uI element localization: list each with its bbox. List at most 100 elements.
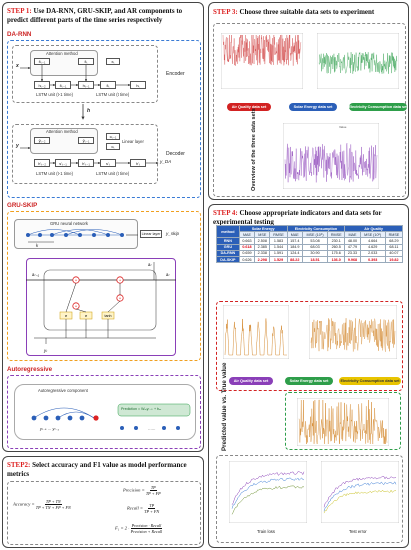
electricity-prediction-chart bbox=[309, 305, 397, 359]
decoder-y-t2: ỹₜ₋₂ bbox=[34, 137, 50, 144]
svg-text:tanh: tanh bbox=[105, 314, 112, 318]
solar-chart-value-label: Value bbox=[339, 125, 347, 129]
table-cell: 136.0 bbox=[327, 255, 346, 264]
gru-chain bbox=[26, 229, 138, 243]
ar-component-block bbox=[14, 384, 196, 440]
electricity-tag: Electricity Consumption data set bbox=[348, 103, 408, 111]
decoder-lstm-t1-label: LSTM unit (t-1 time) bbox=[36, 171, 73, 176]
gru-cell-block bbox=[26, 258, 176, 356]
step4-elec-tag: Electricity Consumption data set bbox=[339, 377, 401, 385]
encoder-block bbox=[12, 45, 158, 103]
gru-output-label: y_skip bbox=[166, 231, 180, 236]
gru-network-block bbox=[14, 219, 138, 249]
table-cell: 9.968 bbox=[344, 255, 361, 264]
table-cell: 18.51 bbox=[301, 255, 329, 264]
step3-title: STEP 3: Choose three suitable data sets … bbox=[213, 8, 375, 16]
svg-text:aₜ₋₁: aₜ₋₁ bbox=[32, 272, 40, 277]
loss-block bbox=[216, 455, 403, 543]
step2-title: STEP2: Select accuracy and F1 value as m… bbox=[7, 461, 187, 478]
table-cell: 19.82 bbox=[384, 255, 404, 264]
step3-panel: STEP 3: Choose three suitable data sets … bbox=[208, 2, 409, 200]
ar-diagram: yₜ₋ₖ … yₜ₋₁ …… bbox=[31, 403, 191, 431]
solar-prediction-chart bbox=[223, 305, 289, 359]
table-cell: 0.393 bbox=[359, 255, 386, 264]
step4-solar-tag: Solar Energy data set bbox=[285, 377, 333, 385]
gru-cell-diagram: × + × × σ σ tanh aₜ₋₁ aₜ aₜ yₜ bbox=[26, 262, 176, 353]
results-table: method Solar Energy Electricity Consumpt… bbox=[216, 224, 404, 264]
encoder-output-h: h bbox=[87, 108, 91, 114]
step1-panel: STEP 1: Use DA-RNN, GRU-SKIP, and AR com… bbox=[2, 2, 204, 452]
encoder-x-t: x̃ₜ bbox=[78, 58, 94, 65]
encoder-arrows bbox=[20, 65, 159, 165]
table-cell: 2.298 bbox=[254, 255, 271, 264]
table-cell: 1.529 bbox=[269, 255, 288, 264]
step4-title: STEP 4: Choose appropriate indicators an… bbox=[213, 209, 382, 226]
gru-skip-label: GRU-SKIP bbox=[7, 202, 38, 209]
svg-text:×: × bbox=[119, 296, 122, 301]
table-corner: method bbox=[216, 224, 240, 239]
encoder-lstm-t-label: LSTM unit (t time) bbox=[96, 92, 130, 97]
air-quality-chart bbox=[221, 33, 303, 89]
encoder-label: Encoder bbox=[166, 71, 185, 77]
test-error-chart bbox=[321, 461, 399, 523]
encoder-attention-label: Attention method bbox=[46, 51, 78, 56]
overview-label: Overview of the three data sets bbox=[251, 108, 257, 191]
gru-skip-block: GRU neural network k Linear layer y_skip bbox=[7, 211, 201, 361]
predicted-vs-true-label: Predicted value vs. True value bbox=[221, 362, 228, 451]
gru-k-label: k bbox=[36, 243, 39, 248]
svg-text:……: …… bbox=[148, 427, 156, 431]
air-prediction-block bbox=[285, 392, 401, 450]
gru-linear-layer: Linear layer bbox=[140, 230, 162, 238]
svg-text:×: × bbox=[75, 278, 78, 283]
decoder-input-y: y bbox=[16, 143, 19, 149]
svg-text:+: + bbox=[119, 278, 122, 283]
svg-text:σ: σ bbox=[65, 314, 68, 318]
air-quality-tag: Air Quality data set bbox=[227, 103, 271, 111]
svg-text:yₜ: yₜ bbox=[43, 348, 48, 353]
ar-block: Autoregressive component yₜ₋ₖ … yₜ₋₁ …… … bbox=[7, 375, 201, 449]
table-cell: 88.22 bbox=[286, 255, 303, 264]
decoder-s-t1: s'ₜ₋₁ bbox=[55, 159, 71, 167]
da-rnn-label: DA-RNN bbox=[7, 31, 32, 38]
step4-air-tag: Air Quality data set bbox=[229, 377, 273, 385]
svg-text:yₜ₋ₖ … yₜ₋₁: yₜ₋ₖ … yₜ₋₁ bbox=[39, 427, 60, 431]
step1-title: STEP 1: Use DA-RNN, GRU-SKIP, and AR com… bbox=[7, 7, 183, 24]
step2-panel: STEP2: Select accuracy and F1 value as m… bbox=[2, 456, 204, 548]
decoder-lstm-t-label: LSTM unit (t time) bbox=[96, 171, 130, 176]
step4-panel: STEP 4: Choose appropriate indicators an… bbox=[208, 204, 409, 548]
encoder-x-t1-in: xₜ bbox=[106, 58, 120, 65]
train-loss-chart bbox=[229, 461, 307, 523]
decoder-y-t1: ỹₜ₋₁ bbox=[78, 137, 94, 144]
decoder-linear-label: Linear layer bbox=[122, 139, 144, 144]
svg-text:×: × bbox=[75, 304, 78, 309]
svg-text:aₜ: aₜ bbox=[166, 272, 170, 277]
ar-label: Autoregressive bbox=[7, 366, 53, 373]
table-cell: 0.626 bbox=[238, 255, 256, 264]
solar-energy-tag: Solar Energy data set bbox=[289, 103, 337, 111]
prediction-block bbox=[216, 301, 403, 391]
results-table-wrap: method Solar Energy Electricity Consumpt… bbox=[216, 224, 404, 264]
da-rnn-block: Encoder Attention method x̃ₜ₋₁ x̃ₜ hₜ₋₂ … bbox=[7, 40, 201, 198]
test-error-label: Test error bbox=[349, 529, 367, 534]
metrics-formula-box bbox=[7, 481, 201, 545]
decoder-output-y: y_DA bbox=[160, 159, 172, 164]
decoder-h-t: h'ₜ bbox=[130, 159, 146, 167]
decoder-s-t: s'ₜ bbox=[100, 159, 116, 167]
decoder-label: Decoder bbox=[166, 151, 185, 157]
solar-energy-chart bbox=[283, 123, 379, 189]
decoder-attention-label: Attention method bbox=[46, 129, 78, 134]
air-prediction-chart bbox=[297, 398, 389, 446]
decoder-c-t: cₜ bbox=[106, 143, 120, 150]
decoder-block bbox=[12, 124, 158, 184]
ar-component-label: Autoregressive component bbox=[38, 388, 88, 393]
svg-text:aₜ: aₜ bbox=[148, 262, 152, 267]
decoder-h-t2: h'ₜ₋₂ bbox=[34, 159, 50, 167]
encoder-input-x: x bbox=[16, 63, 19, 69]
electricity-chart bbox=[317, 33, 399, 89]
decoder-c-t1: cₜ₋₁ bbox=[106, 133, 120, 140]
